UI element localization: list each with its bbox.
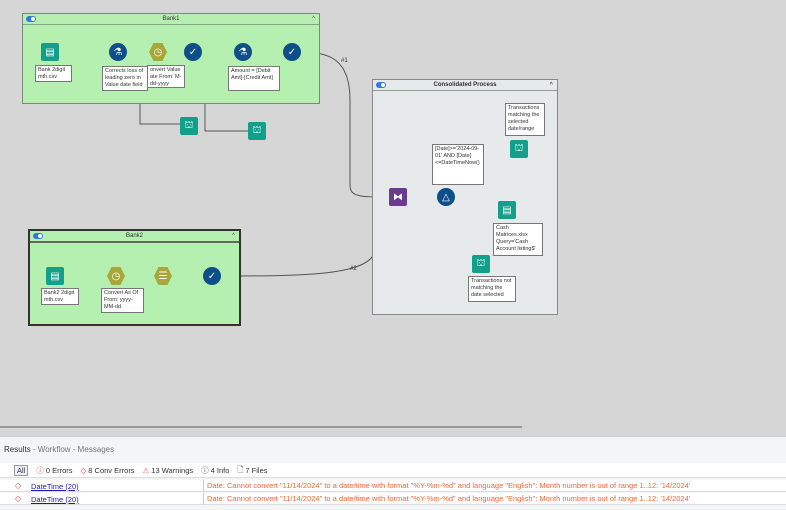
browse-binoculars-icon[interactable]: ⛫ [472,255,490,273]
datetime-clock-icon[interactable]: ◷ [107,267,125,285]
connection-label: #1 [341,58,348,64]
collapse-caret-icon[interactable]: ^ [232,233,235,239]
horizontal-scrollbar[interactable] [0,426,522,428]
conv-error-icon: ◇ [15,494,22,503]
connection-label: #2 [350,266,357,272]
input-data-book-icon[interactable]: ▤ [46,267,64,285]
message-row[interactable]: ◇ DateTime (20) Date: Cannot convert "11… [0,493,786,505]
filter-conv-errors-button[interactable]: ◇8 Conv Errors [80,465,135,475]
collapse-caret-icon[interactable]: ^ [312,16,315,22]
container-toggle[interactable] [26,16,36,22]
select-check-icon[interactable]: ✓ [203,267,221,285]
tool-link[interactable]: DateTime (20) [31,482,79,491]
file-icon: 🗋 [237,464,244,474]
results-title: Results - Workflow - Messages [4,445,115,454]
annotation: Amount = [Debit Amt]-[Credit Amt] [228,66,280,91]
browse-binoculars-icon[interactable]: ⛫ [510,140,528,158]
filter-warnings-button[interactable]: ⚠13 Warnings [142,465,194,475]
datetime-clock-icon[interactable]: ◷ [149,43,167,61]
tool-link[interactable]: DateTime (20) [31,495,79,504]
formula-flask-icon[interactable]: ⚗ [234,43,252,61]
browse-binoculars-icon[interactable]: ⛫ [180,117,198,135]
message-text: Date: Cannot convert "11/14/2024" to a d… [203,480,690,492]
container-toggle[interactable] [376,82,386,88]
annotation: Bank 2digit mth.csv [35,65,72,82]
annotation: Cash Matrices.xlsx Query='Cash Account l… [493,223,543,256]
message-text: Date: Cannot convert "11/14/2024" to a d… [203,493,690,505]
container-title: Consolidated Process [433,82,497,88]
error-icon: ⓘ [36,465,44,475]
browse-binoculars-icon[interactable]: ⛫ [248,122,266,140]
container-toggle[interactable] [33,233,43,239]
input-data-book-icon[interactable]: ▤ [498,201,516,219]
warning-icon: ⚠ [142,465,150,475]
annotation: Convert As Of From: yyyy-MM-dd [101,288,144,313]
conv-error-icon: ◇ [80,465,87,475]
annotation: Bank2 2digit mth.csv [41,288,79,305]
annotation: Transactions not matching the date selec… [468,276,516,302]
container-title: Bank2 [125,233,143,239]
filter-icon[interactable]: △ [437,188,455,206]
info-icon: ⓘ [201,465,209,475]
formula-flask-icon[interactable]: ⚗ [109,43,127,61]
message-row[interactable]: ◇ DateTime (20) Date: Cannot convert "11… [0,480,786,492]
annotation: onvert Value ate From: M-dd-yyyy [147,65,185,88]
select-check-icon[interactable]: ✓ [283,43,301,61]
annotation: Corrects loss of leading zero in Value d… [102,66,148,91]
text-to-columns-icon[interactable]: ☰ [154,267,172,285]
conv-error-icon: ◇ [15,481,22,490]
filter-all-button[interactable]: All [14,464,29,476]
filter-files-button[interactable]: 🗋7 Files [237,464,268,475]
union-icon[interactable]: ⧓ [389,188,407,206]
annotation: [Date]>='2024-09-01' AND [Date] <=DateTi… [432,144,484,185]
select-check-icon[interactable]: ✓ [184,43,202,61]
input-data-book-icon[interactable]: ▤ [41,43,59,61]
collapse-caret-icon[interactable]: ^ [549,82,553,88]
container-title: Bank1 [162,16,180,22]
annotation: Transactions matching the selected date/… [505,103,545,136]
